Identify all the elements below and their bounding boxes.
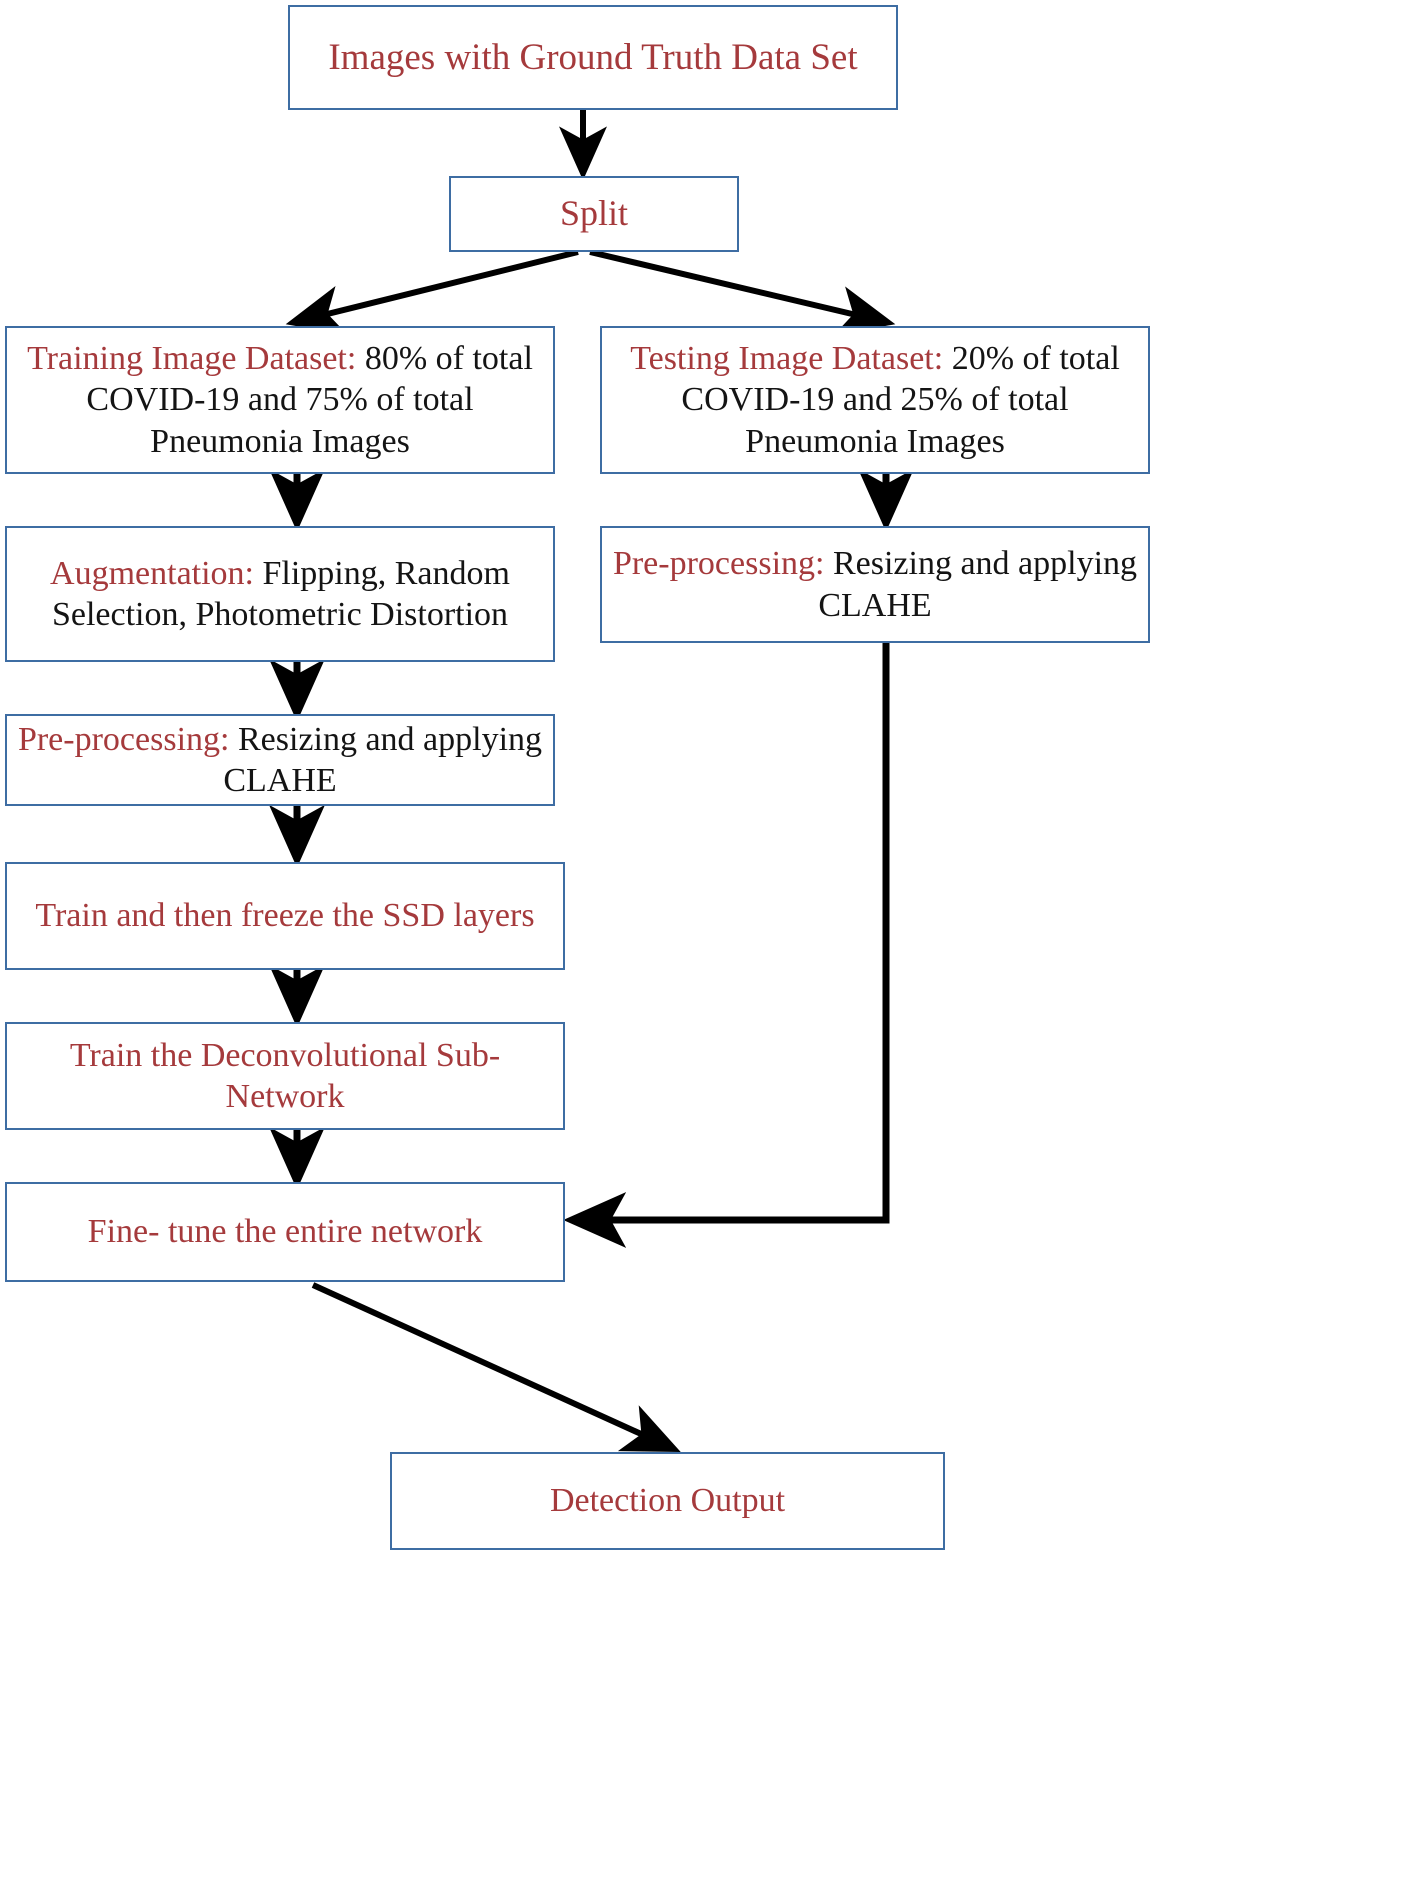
arrow-split-to-training <box>285 249 579 335</box>
node-preprocessing-train-detail: Resizing and applying CLAHE <box>223 720 543 799</box>
node-training-dataset-text: Training Image Dataset: 80% of total COV… <box>17 338 543 462</box>
node-train-freeze-ssd[interactable]: Train and then freeze the SSD layers <box>5 862 565 970</box>
node-training-dataset-label: Training Image Dataset: <box>27 339 357 377</box>
node-train-freeze-ssd-label: Train and then freeze the SSD layers <box>35 897 535 935</box>
node-preprocessing-test-detail: Resizing and applying CLAHE <box>818 545 1138 624</box>
node-augmentation[interactable]: Augmentation: Flipping, Random Selection… <box>5 526 555 662</box>
node-fine-tune-label: Fine- tune the entire network <box>87 1213 483 1251</box>
node-testing-dataset[interactable]: Testing Image Dataset: 20% of total COVI… <box>600 326 1150 474</box>
node-detection-output[interactable]: Detection Output <box>390 1452 945 1550</box>
node-augmentation-label: Augmentation: <box>50 554 254 592</box>
node-preprocessing-test-label: Pre-processing: <box>612 545 825 583</box>
node-training-dataset-detail: 80% of total COVID-19 and 75% of total P… <box>86 339 533 460</box>
node-preprocessing-train-label: Pre-processing: <box>17 720 230 758</box>
node-preprocessing-test[interactable]: Pre-processing: Resizing and applying CL… <box>600 526 1150 643</box>
node-train-deconv[interactable]: Train the Deconvolutional Sub- Network <box>5 1022 565 1130</box>
node-split[interactable]: Split <box>449 176 739 252</box>
node-testing-dataset-label: Testing Image Dataset: <box>630 339 944 377</box>
node-split-label: Split <box>559 193 629 234</box>
node-augmentation-detail: Flipping, Random Selection, Photometric … <box>51 554 510 633</box>
node-train-deconv-label: Train the Deconvolutional Sub- Network <box>69 1036 501 1115</box>
node-augmentation-text: Augmentation: Flipping, Random Selection… <box>17 553 543 636</box>
arrow-split-to-testing <box>589 249 896 336</box>
node-preprocessing-train[interactable]: Pre-processing: Resizing and applying CL… <box>5 714 555 806</box>
node-detection-output-label: Detection Output <box>549 1482 786 1520</box>
node-preprocessing-train-text: Pre-processing: Resizing and applying CL… <box>17 719 543 802</box>
node-training-dataset[interactable]: Training Image Dataset: 80% of total COV… <box>5 326 555 474</box>
node-testing-dataset-detail: 20% of total COVID-19 and 25% of total P… <box>681 339 1120 460</box>
node-source-label: Images with Ground Truth Data Set <box>328 36 858 78</box>
node-fine-tune[interactable]: Fine- tune the entire network <box>5 1182 565 1282</box>
node-testing-dataset-text: Testing Image Dataset: 20% of total COVI… <box>612 338 1138 462</box>
node-source[interactable]: Images with Ground Truth Data Set <box>288 5 898 110</box>
node-preprocessing-test-text: Pre-processing: Resizing and applying CL… <box>612 543 1138 626</box>
arrow-fine-tune-to-detection-output <box>311 1282 681 1452</box>
arrow-preprocessing-test-to-fine-tune <box>563 643 890 1248</box>
